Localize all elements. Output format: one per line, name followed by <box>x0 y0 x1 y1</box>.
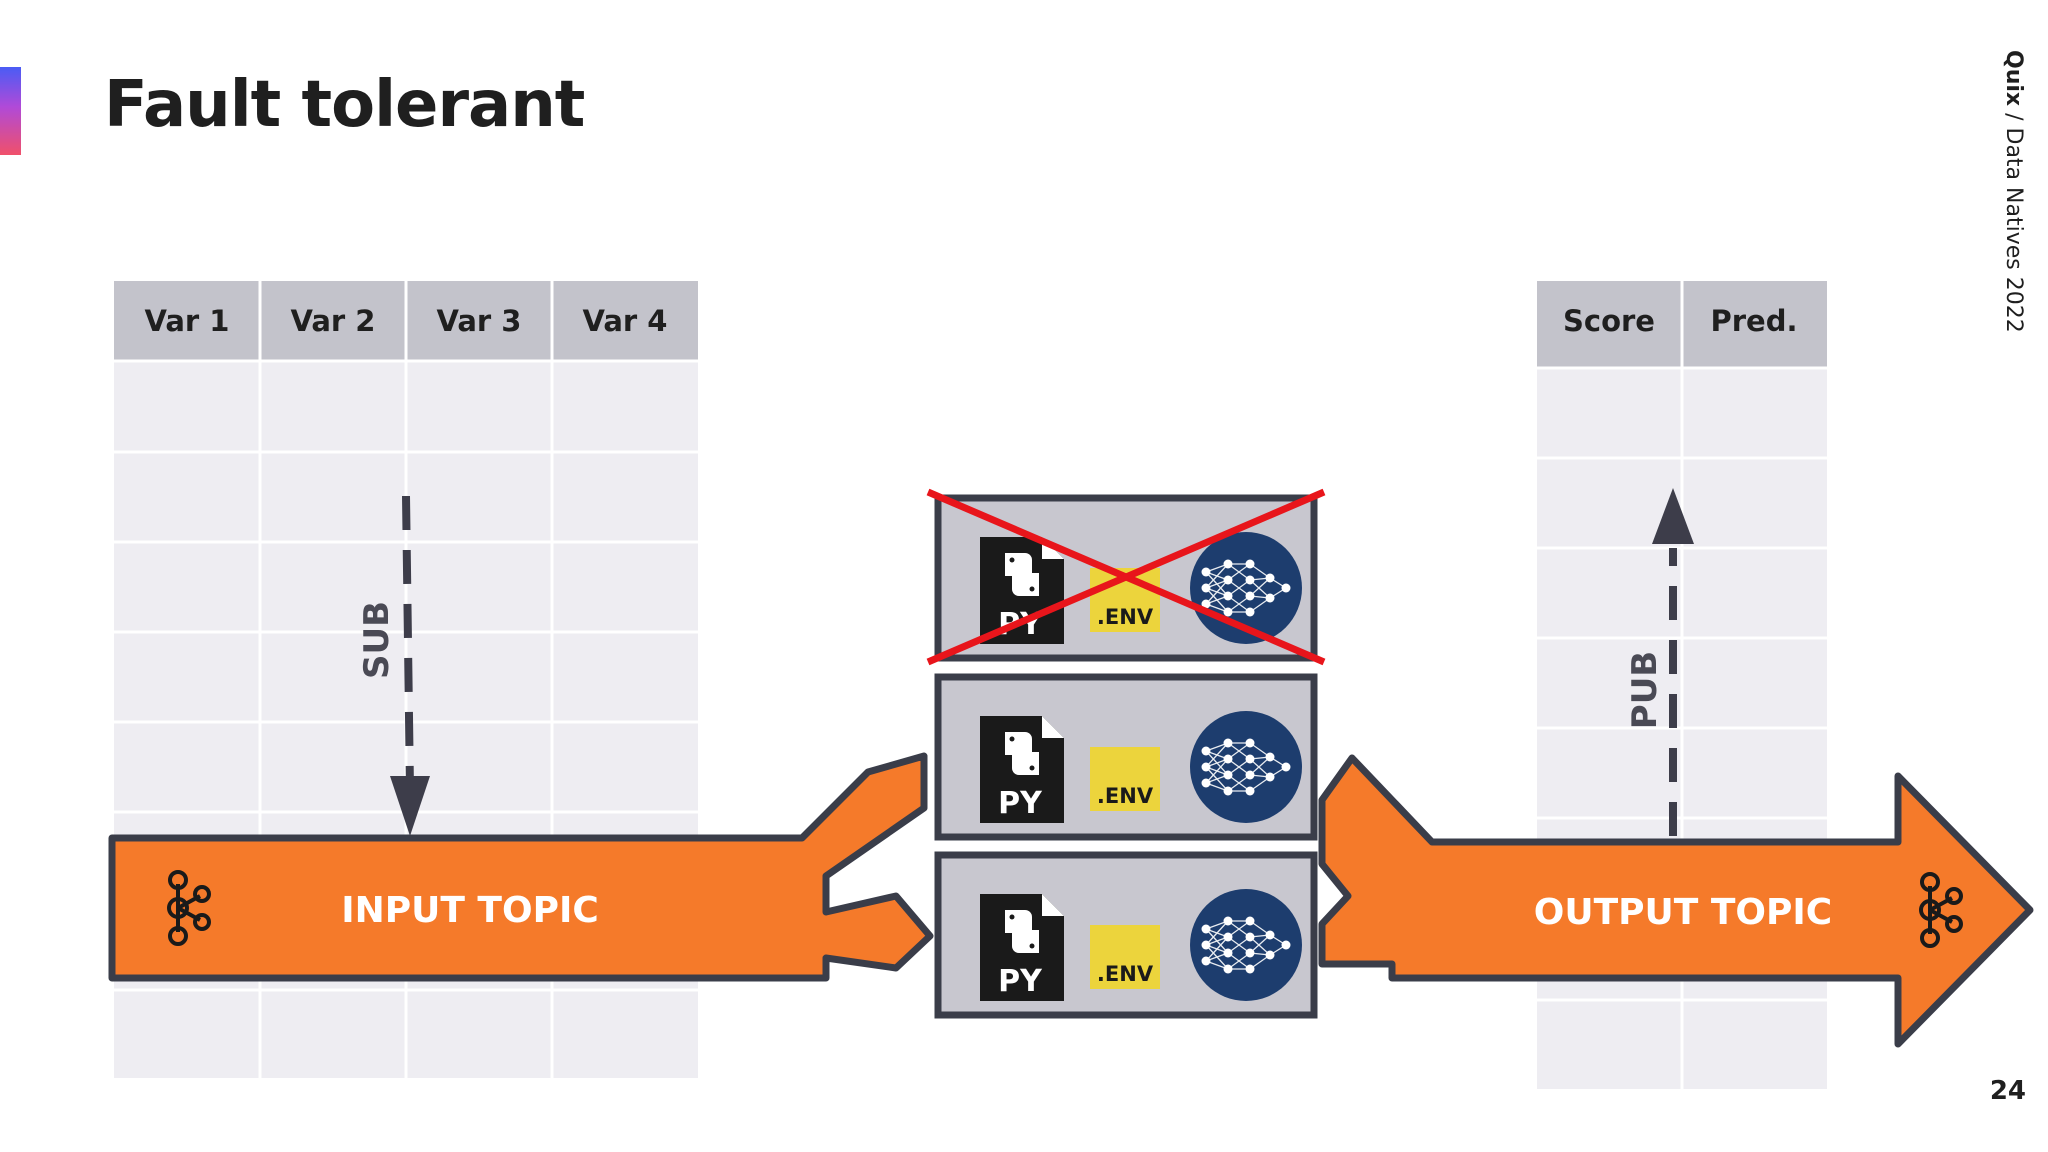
neural-network-icon <box>1190 889 1302 1001</box>
slide-title: Fault tolerant <box>104 68 585 142</box>
accent-bar <box>0 67 21 155</box>
service-instance-2: PY .ENV <box>934 673 1318 841</box>
py-label: PY <box>998 964 1043 999</box>
env-file-icon: .ENV <box>1090 747 1160 811</box>
failure-cross-icon <box>926 488 1326 666</box>
pub-label: PUB <box>1625 651 1665 729</box>
pub-arrow: PUB <box>1625 488 1694 836</box>
env-file-icon: .ENV <box>1090 925 1160 989</box>
side-label-brand: Quix <box>2001 50 2026 107</box>
input-header-var1: Var 1 <box>144 304 229 338</box>
output-header-pred: Pred. <box>1711 304 1798 338</box>
output-header-score: Score <box>1563 304 1655 338</box>
sub-arrow: SUB <box>357 495 430 836</box>
page-number: 24 <box>1989 1076 2026 1106</box>
py-label: PY <box>998 786 1043 821</box>
service-instance-3: PY .ENV <box>934 851 1318 1019</box>
python-file-icon: PY <box>980 716 1064 823</box>
input-header-var4: Var 4 <box>582 304 667 338</box>
input-topic-arrow: INPUT TOPIC <box>108 752 934 982</box>
env-label: .ENV <box>1097 605 1154 629</box>
input-header-var2: Var 2 <box>290 304 375 338</box>
neural-network-icon <box>1190 711 1302 823</box>
input-topic-label: INPUT TOPIC <box>341 890 599 931</box>
env-label: .ENV <box>1097 784 1154 808</box>
sub-label: SUB <box>357 601 397 679</box>
side-label: Quix / Data Natives 2022 <box>2001 50 2026 333</box>
python-file-icon: PY <box>980 894 1064 1001</box>
service-instance-1: PY .ENV <box>926 488 1326 666</box>
input-header-var3: Var 3 <box>436 304 521 338</box>
output-topic-arrow: OUTPUT TOPIC <box>1318 754 2034 1048</box>
env-label: .ENV <box>1097 962 1154 986</box>
output-topic-label: OUTPUT TOPIC <box>1534 892 1832 933</box>
side-label-event: / Data Natives 2022 <box>2001 106 2026 333</box>
python-file-icon: PY <box>980 537 1064 644</box>
